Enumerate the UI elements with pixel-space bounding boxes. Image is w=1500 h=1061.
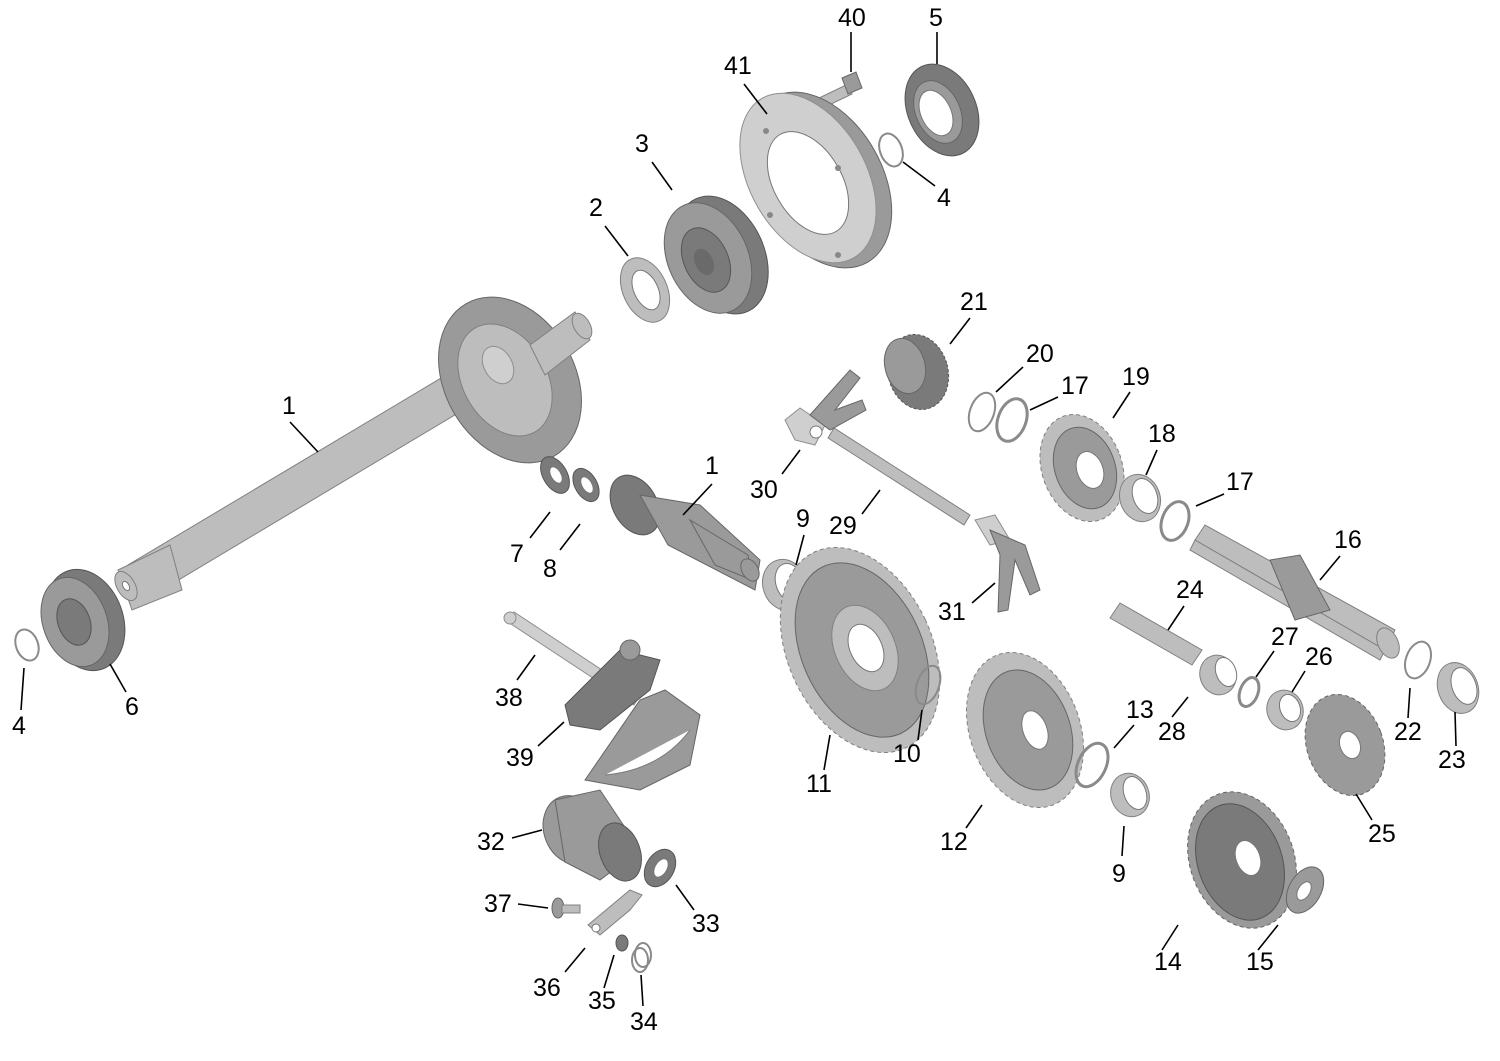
callout-label-32: 32 — [477, 828, 505, 856]
callout-label-25: 25 — [1368, 820, 1396, 848]
gear-11 — [779, 546, 941, 754]
shift-rail-29 — [827, 427, 971, 526]
output-shaft-1 — [114, 296, 593, 611]
bearing-plate-41 — [739, 91, 893, 269]
callout-label-23: 23 — [1438, 746, 1466, 774]
callout-label-35: 35 — [588, 987, 616, 1015]
gear-25 — [1304, 693, 1386, 797]
callout-label-30: 30 — [750, 476, 778, 504]
callout-label-20: 20 — [1026, 340, 1054, 368]
stopper-plate-33 — [643, 848, 677, 888]
shift-fork-30 — [784, 369, 867, 446]
callout-label-22: 22 — [1394, 718, 1422, 746]
callout-label-11: 11 — [806, 770, 832, 798]
callout-label-41: 41 — [724, 52, 752, 80]
callout-label-9: 9 — [1112, 860, 1126, 888]
callout-label-1: 1 — [705, 452, 719, 480]
countershaft-16 — [1189, 524, 1400, 661]
callout-label-1: 1 — [282, 392, 296, 420]
callout-label-27: 27 — [1271, 623, 1299, 651]
sliding-gear-21 — [883, 333, 950, 411]
spring-34 — [631, 942, 652, 973]
callout-label-24: 24 — [1176, 576, 1204, 604]
callout-label-7: 7 — [510, 540, 524, 568]
callout-label-17: 17 — [1226, 468, 1254, 496]
washer-35 — [615, 934, 629, 952]
needle-bearing-26 — [1266, 689, 1304, 731]
thrust-washer-2 — [619, 257, 671, 323]
callout-label-15: 15 — [1246, 948, 1274, 976]
callout-label-33: 33 — [692, 910, 720, 938]
callout-label-40: 40 — [838, 4, 866, 32]
callout-label-9: 9 — [796, 505, 810, 533]
ball-bearing-3 — [663, 195, 769, 315]
kickstart-lever-39 — [564, 639, 661, 731]
bolt-37 — [551, 897, 581, 919]
callout-label-36: 36 — [533, 974, 561, 1002]
washer-27 — [1237, 676, 1261, 708]
callout-label-19: 19 — [1122, 363, 1150, 391]
oil-seal-5 — [904, 63, 980, 157]
callout-label-26: 26 — [1305, 643, 1333, 671]
callout-label-18: 18 — [1148, 420, 1176, 448]
callout-label-6: 6 — [125, 693, 139, 721]
callout-label-16: 16 — [1334, 526, 1362, 554]
needle-bearing-18 — [1118, 473, 1162, 523]
circlip-10 — [914, 664, 942, 706]
callout-label-13: 13 — [1126, 696, 1154, 724]
callout-label-4: 4 — [937, 184, 951, 212]
callout-label-14: 14 — [1154, 948, 1182, 976]
callout-label-8: 8 — [543, 555, 557, 583]
ball-bearing-6 — [40, 568, 126, 672]
callout-label-10: 10 — [893, 740, 921, 768]
callout-label-5: 5 — [929, 4, 943, 32]
gear-14 — [1187, 791, 1297, 929]
callout-label-4: 4 — [12, 712, 26, 740]
shift-fork-31 — [974, 514, 1041, 613]
callout-label-12: 12 — [940, 828, 968, 856]
gear-19 — [1039, 414, 1125, 522]
ratchet-lever-36 — [587, 889, 643, 936]
circlip-20 — [967, 391, 997, 433]
thrust-washer-17-upper — [995, 397, 1029, 443]
thrust-washer-15 — [1285, 866, 1325, 914]
callout-label-31: 31 — [938, 598, 966, 626]
shim-7 — [540, 456, 570, 494]
callout-label-28: 28 — [1158, 718, 1186, 746]
callout-label-39: 39 — [506, 744, 534, 772]
bushing-28 — [1199, 654, 1238, 696]
kickstart-drum-32 — [542, 789, 642, 882]
callout-label-17: 17 — [1061, 372, 1089, 400]
snap-ring-4-left — [14, 628, 40, 662]
callout-label-37: 37 — [484, 890, 512, 918]
leader-lines — [20, 32, 1457, 1007]
thrust-washer-13 — [1074, 741, 1110, 789]
needle-bearing-9-lower — [1110, 772, 1150, 818]
callout-label-2: 2 — [589, 194, 603, 222]
callout-label-29: 29 — [829, 512, 857, 540]
bushing-23 — [1436, 662, 1480, 714]
gear-12 — [966, 652, 1084, 808]
kickstart-sector-gear — [584, 689, 701, 791]
callout-label-34: 34 — [630, 1008, 658, 1036]
callout-label-3: 3 — [635, 130, 649, 158]
pinion-shaft-1 — [609, 474, 761, 591]
shaft-pin-24 — [1109, 602, 1203, 666]
thrust-washer-17-lower — [1159, 500, 1191, 542]
snap-ring-4-top — [878, 132, 904, 168]
callout-label-38: 38 — [495, 684, 523, 712]
snap-ring-22 — [1403, 640, 1433, 680]
callout-label-21: 21 — [960, 288, 988, 316]
shim-8 — [572, 467, 600, 503]
